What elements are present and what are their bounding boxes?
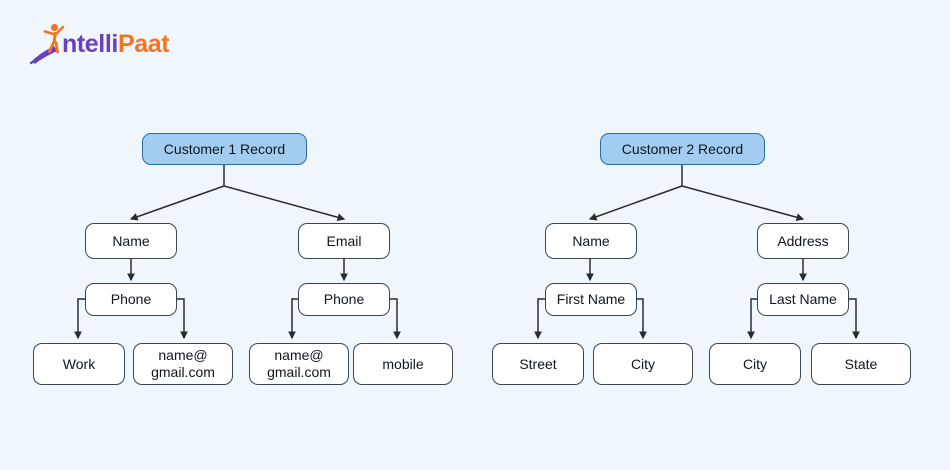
edge-t2-first-to-street: [534, 298, 545, 340]
node-label: Last Name: [769, 291, 837, 307]
node-t2-leaf-street[interactable]: Street: [492, 343, 584, 385]
edge-t2-root-to-name: [588, 185, 683, 221]
surfer-logo-icon: [30, 23, 65, 65]
node-t1-leaf-work[interactable]: Work: [33, 343, 125, 385]
node-t2-leaf-city-2[interactable]: City: [709, 343, 801, 385]
node-t1-name[interactable]: Name: [85, 223, 177, 259]
node-label: Phone: [110, 291, 152, 307]
edge-t1-root-to-email: [223, 185, 346, 222]
node-label: Name: [572, 232, 610, 249]
node-t1-phone-right[interactable]: Phone: [298, 283, 390, 316]
node-label: Street: [519, 355, 557, 372]
node-t1-phone-left[interactable]: Phone: [85, 283, 177, 316]
node-label: Work: [62, 355, 96, 372]
node-label: Customer 1 Record: [163, 140, 286, 157]
edge-t2-root-to-address: [681, 185, 805, 222]
node-t2-address[interactable]: Address: [757, 223, 849, 259]
edge-t1-phone-to-email-leaf: [177, 298, 188, 340]
node-label: City: [630, 355, 656, 372]
node-t1-leaf-mobile[interactable]: mobile: [353, 343, 453, 385]
logo-wordmark: ntelliPaat: [62, 30, 170, 58]
logo-word-paat: Paat: [117, 30, 170, 58]
node-label: Customer 2 Record: [621, 140, 744, 157]
node-label: Email: [326, 232, 362, 249]
node-customer-2-record[interactable]: Customer 2 Record: [600, 133, 765, 165]
edge-t2-first-to-city: [636, 298, 647, 340]
intellipaat-logo[interactable]: ntelliPaat: [30, 22, 170, 66]
node-t1-leaf-email-2[interactable]: name@ gmail.com: [249, 343, 349, 385]
node-t1-leaf-email-1[interactable]: name@ gmail.com: [133, 343, 233, 385]
logo-word-intelli: ntelli: [62, 30, 118, 58]
node-label: State: [844, 355, 878, 372]
node-t2-name[interactable]: Name: [545, 223, 637, 259]
node-customer-1-record[interactable]: Customer 1 Record: [142, 133, 307, 165]
node-label: name@ gmail.com: [267, 347, 331, 380]
node-label: Phone: [323, 291, 365, 307]
node-label: Address: [777, 232, 829, 249]
node-t2-leaf-city-1[interactable]: City: [593, 343, 693, 385]
edge-t1-phone2-to-mobile: [390, 298, 401, 340]
edge-t1-phone-to-work: [74, 298, 85, 340]
edge-t1-root-to-name: [129, 185, 225, 221]
node-t2-first-name[interactable]: First Name: [545, 283, 637, 316]
node-label: name@ gmail.com: [151, 347, 215, 380]
node-t1-email[interactable]: Email: [298, 223, 390, 259]
node-label: City: [742, 355, 768, 372]
node-label: First Name: [556, 291, 626, 307]
node-label: Name: [112, 232, 150, 249]
node-t2-leaf-state[interactable]: State: [811, 343, 911, 385]
edge-t2-last-to-state: [849, 298, 860, 340]
node-t2-last-name[interactable]: Last Name: [757, 283, 849, 316]
node-label: mobile: [382, 355, 424, 372]
